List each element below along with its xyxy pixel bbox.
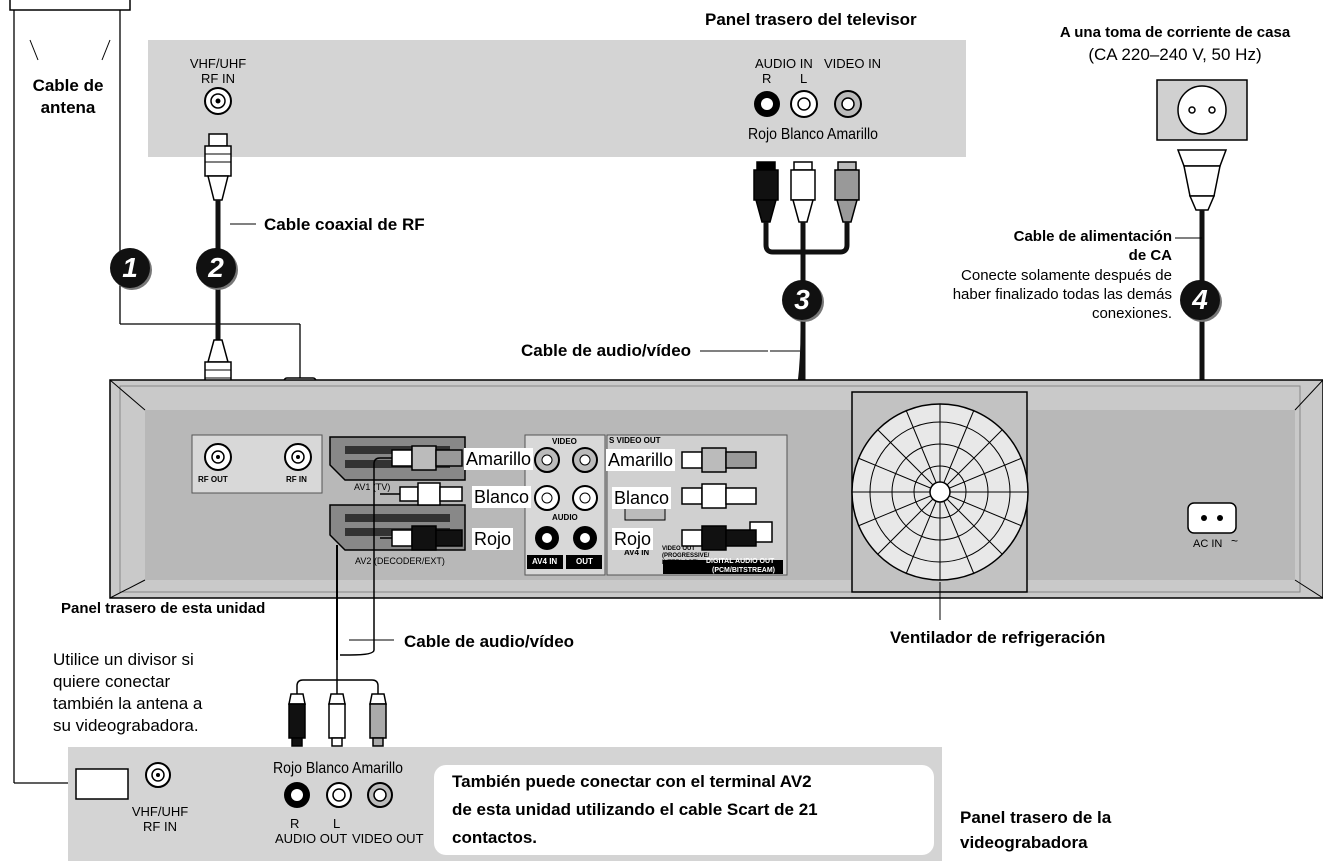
outlet-label-2: (CA 220–240 V, 50 Hz) (1088, 45, 1262, 64)
vcr-antenna-plug (75, 768, 129, 800)
av4-audio-l-jack (534, 485, 560, 511)
splitter-note-3: también la antena a (53, 694, 203, 713)
scart-note-1: También puede conectar con el terminal A… (452, 772, 812, 791)
coaxial-cable-label: Cable coaxial de RF (264, 215, 425, 234)
step-1-badge: 1 (110, 248, 150, 288)
power-note-3: conexiones. (1091, 305, 1172, 322)
tag-rojo-right: Rojo (612, 528, 654, 550)
power-cable-label-1: Cable de alimentación (1013, 228, 1172, 245)
scart-note-3: contactos. (452, 828, 538, 847)
audio-group-label: AUDIO (552, 513, 578, 522)
av4-audio-r-jack (535, 526, 559, 550)
tv-panel-label: Panel trasero del televisor (705, 10, 917, 29)
digital-audio-out-label-2: (PCM/BITSTREAM) (712, 567, 775, 574)
av-cable-top-label: Cable de audio/vídeo (521, 341, 692, 360)
unit-panel-label: Panel trasero de esta unidad (61, 600, 266, 617)
out-audio-l-jack (572, 485, 598, 511)
step-3-badge: 3 (782, 280, 822, 320)
tv-video-in-label: VIDEO IN (824, 56, 882, 71)
power-note-1: Conecte solamente después de (961, 267, 1172, 284)
splitter-note-2: quiere conectar (53, 672, 171, 691)
component-out-label: VIDEO OUT (PROGRESSIVE/ INTERLACE) (662, 546, 710, 566)
ac-inlet (1187, 502, 1237, 534)
tv-av-plugs (753, 161, 860, 223)
scart-note-box (434, 765, 934, 855)
power-note-2: haber finalizado todas las demás (952, 286, 1172, 303)
av-cable-bottom-label: Cable de audio/vídeo (404, 632, 575, 651)
splitter-note-1: Utilice un divisor si (53, 650, 194, 669)
vcr-rf-label-1: VHF/UHF (131, 804, 189, 819)
vcr-audio-l-jack (326, 782, 352, 808)
vcr-audio-out-label: AUDIO OUT (275, 831, 348, 846)
tv-rf-plug (204, 133, 232, 201)
tv-audio-r-jack (754, 91, 780, 117)
tv-rf-label-2: RF IN (201, 71, 235, 86)
splitter-note-4: su videograbadora. (53, 716, 199, 735)
out-label: OUT (576, 557, 593, 566)
power-plug (1176, 149, 1228, 211)
cooling-fan (851, 391, 1029, 593)
video-group-label: VIDEO (552, 437, 577, 446)
antenna-cable-label-2: antena (18, 98, 118, 118)
tv-rf-label-1: VHF/UHF (189, 56, 247, 71)
tag-rojo-left: Rojo (472, 528, 514, 550)
vcr-audio-r-jack (284, 782, 310, 808)
out-audio-r-jack (573, 526, 597, 550)
rf-in-label: RF IN (286, 475, 307, 484)
power-cable-label-2: de CA (1128, 247, 1172, 264)
tag-blanco-left: Blanco (472, 486, 532, 508)
vcr-rf-in-jack (145, 762, 171, 788)
av1-label: AV1 (TV) (354, 482, 391, 492)
tag-blanco-right: Blanco (612, 487, 672, 509)
vcr-colors-label: Rojo Blanco Amarillo (273, 760, 403, 777)
vcr-rf-label-2: RF IN (143, 819, 177, 834)
tv-colors-label: Rojo Blanco Amarillo (748, 126, 878, 143)
av4-in-small-label: AV4 IN (624, 548, 650, 557)
scart-note-2: de esta unidad utilizando el cable Scart… (452, 800, 818, 819)
step-4-badge: 4 (1180, 280, 1220, 320)
vcr-panel-label-2: videograbadora (960, 833, 1088, 852)
digital-audio-out-label-1: DIGITAL AUDIO OUT (706, 558, 775, 565)
antenna-plate (9, 0, 131, 11)
vcr-l-label: L (333, 816, 341, 831)
rf-out-label: RF OUT (198, 475, 228, 484)
antenna-cable-label-1: Cable de (18, 76, 118, 96)
av4-in-label: AV4 IN (532, 557, 558, 566)
left-av-plugs (391, 445, 463, 551)
av4-video-jack (534, 447, 560, 473)
tv-r-label: R (762, 71, 772, 86)
tv-l-label: L (800, 71, 808, 86)
unit-rf-out-jack (204, 443, 232, 471)
step-2-badge: 2 (196, 248, 236, 288)
out-video-jack (572, 447, 598, 473)
tv-rf-in-jack (204, 87, 232, 115)
right-av-plugs (681, 447, 757, 551)
vcr-panel-label-1: Panel trasero de la (960, 808, 1112, 827)
vcr-av-plugs (288, 693, 387, 747)
vcr-video-out-label: VIDEO OUT (352, 831, 424, 846)
ac-tilde: ~ (1231, 534, 1239, 548)
fan-label: Ventilador de refrigeración (890, 628, 1106, 647)
wall-outlet (1156, 79, 1248, 141)
outlet-label-1: A una toma de corriente de casa (1059, 24, 1291, 41)
vcr-r-label: R (290, 816, 300, 831)
tag-amarillo-right: Amarillo (606, 449, 676, 471)
tv-rear-panel (148, 40, 966, 157)
vcr-video-out-jack (367, 782, 393, 808)
av2-label: AV2 (DECODER/EXT) (355, 556, 445, 566)
tag-amarillo-left: Amarillo (464, 448, 534, 470)
tv-video-in-jack (834, 90, 862, 118)
tv-audio-in-label: AUDIO IN (755, 56, 813, 71)
ac-in-label: AC IN (1193, 538, 1223, 550)
unit-rf-in-jack (284, 443, 312, 471)
tv-audio-l-jack (790, 90, 818, 118)
s-video-out-label: S VIDEO OUT (609, 436, 661, 445)
